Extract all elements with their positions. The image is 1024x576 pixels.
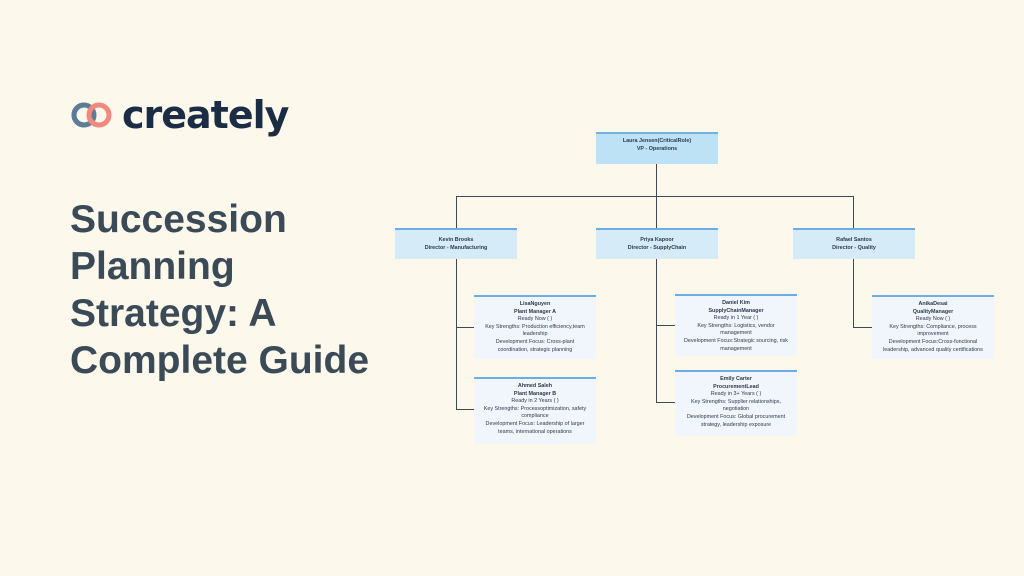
- node-readiness: Ready Now ( ): [517, 316, 553, 323]
- node-role: QualityManager: [912, 308, 954, 315]
- node-name: Daniel Kim: [722, 300, 750, 306]
- org-node-successor: LisaNguyen Plant Manager A Ready Now ( )…: [474, 295, 596, 359]
- brand-name: creately: [122, 93, 289, 137]
- node-focus: strategy, leadership exposure: [700, 421, 772, 428]
- node-readiness: Ready in 1 Year ( ): [713, 315, 759, 322]
- node-readiness: Ready in 3+ Years ( ): [710, 391, 762, 398]
- node-focus: teams, international operations: [498, 428, 572, 435]
- node-strengths: Key Strengths: Compliance, process: [889, 323, 977, 330]
- org-node-successor: Emily Carter ProcurementLead Ready in 3+…: [675, 370, 797, 436]
- node-readiness: Ready in 2 Years ( ): [511, 398, 559, 405]
- node-role: ProcurementLead: [713, 383, 759, 390]
- node-role: Director - Quality: [832, 244, 876, 251]
- node-name: Emily Carter: [720, 376, 752, 382]
- node-role: Director - Manufacturing: [424, 244, 488, 251]
- node-focus: management: [720, 345, 752, 352]
- node-strengths: Key Strengths: Processoptimization, safe…: [483, 405, 587, 412]
- node-name: Priya Kapoor: [640, 237, 674, 243]
- node-strengths: Key Strengths: Logistics, vendor: [697, 322, 775, 329]
- node-name: Ahmed Saleh: [517, 383, 553, 389]
- node-strengths: leadership: [522, 331, 548, 338]
- node-role: Director - SupplyChain: [627, 244, 687, 251]
- node-role: VP - Operations: [636, 145, 678, 152]
- org-node-successor: Ahmed Saleh Plant Manager B Ready in 2 Y…: [474, 377, 596, 444]
- node-focus: Development Focus: Global procurement: [686, 413, 786, 420]
- node-name: Kevin Brooks: [438, 237, 474, 243]
- node-focus: Development Focus: Cross-plant: [495, 338, 575, 345]
- node-strengths: negotiation: [722, 406, 750, 413]
- node-focus: coordination, strategic planning: [497, 346, 573, 353]
- node-readiness: Ready Now ( ): [915, 316, 951, 323]
- node-focus: leadership, advanced quality certificati…: [883, 346, 983, 353]
- org-node-director: Rafael Santos Director - Quality: [793, 228, 915, 259]
- title-line: Planning: [70, 245, 235, 288]
- org-node-director: Priya Kapoor Director - SupplyChain: [596, 228, 718, 259]
- node-role: Plant Manager B: [513, 390, 557, 397]
- node-focus: Development Focus: Leadership of larger: [485, 420, 585, 427]
- node-strengths: management: [720, 330, 752, 337]
- node-focus: Development Focus:Cross-functional: [888, 338, 978, 345]
- node-strengths: compliance: [521, 413, 549, 420]
- node-role: SupplyChainManager: [708, 307, 764, 314]
- title-line: Complete Guide: [70, 339, 370, 382]
- org-node-successor: Daniel Kim SupplyChainManager Ready in 1…: [675, 294, 797, 356]
- creately-rings-icon: [71, 102, 112, 128]
- node-focus: Development Focus:Strategic sourcing, ri…: [684, 337, 788, 344]
- node-name: AnikaDesai: [918, 301, 948, 307]
- node-strengths: Key Strengths: Supplier relationships,: [691, 398, 781, 405]
- page-title: Succession Planning Strategy: A Complete…: [70, 196, 400, 384]
- node-strengths: Key Strengths: Production efficiency,tea…: [485, 323, 585, 330]
- node-name: Laura Jensen(CriticalRole): [622, 138, 692, 144]
- title-line: Strategy: A: [70, 292, 277, 335]
- creately-logo: creately: [70, 93, 289, 137]
- title-line: Succession: [70, 198, 287, 241]
- node-name: Rafael Santos: [836, 237, 872, 243]
- node-role: Plant Manager A: [513, 308, 557, 315]
- org-node-director: Kevin Brooks Director - Manufacturing: [395, 228, 517, 259]
- node-name: LisaNguyen: [519, 301, 551, 307]
- org-node-root: Laura Jensen(CriticalRole) VP - Operatio…: [596, 132, 718, 164]
- node-strengths: improvement: [917, 331, 949, 338]
- org-node-successor: AnikaDesai QualityManager Ready Now ( ) …: [872, 295, 994, 359]
